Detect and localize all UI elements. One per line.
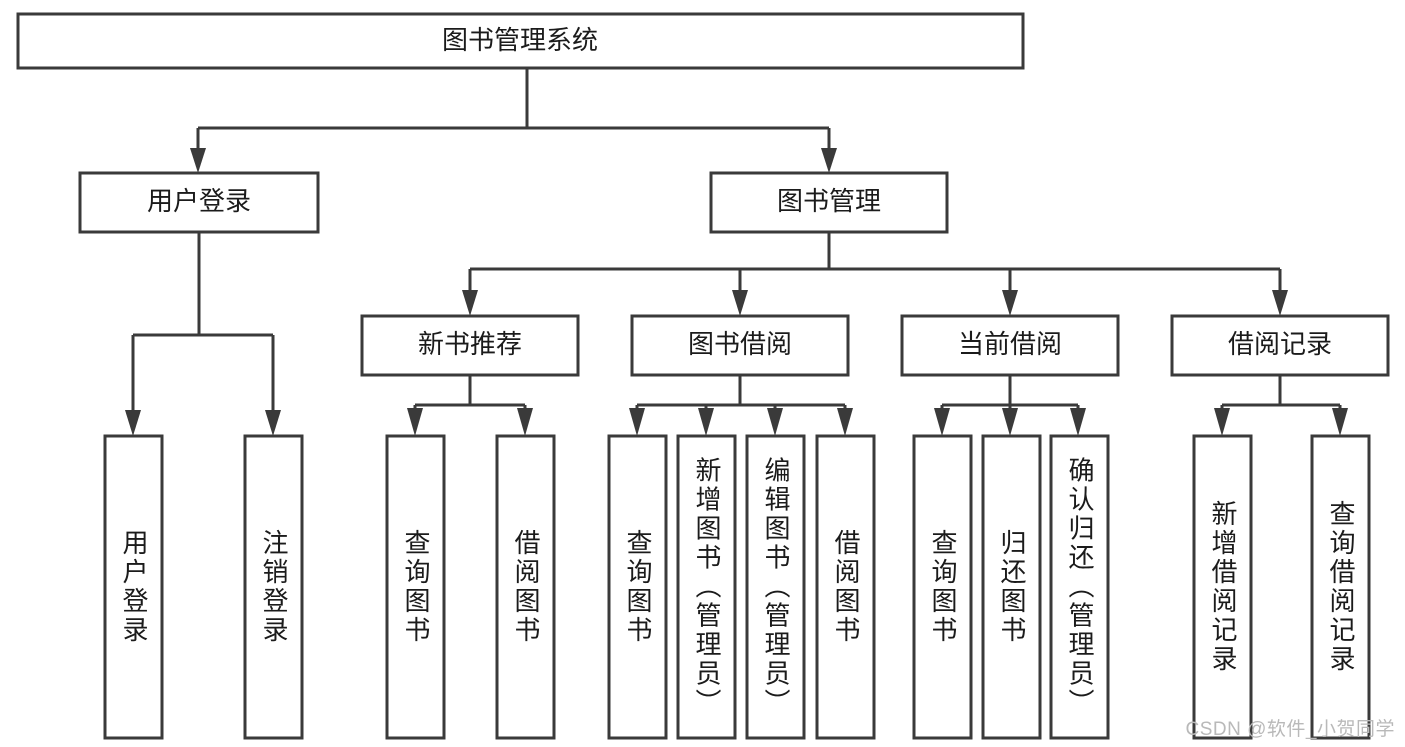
node-leaf-query-record-label: 查询借阅记录: [1326, 500, 1356, 674]
node-root[interactable]: 图书管理系统: [16, 12, 1025, 70]
node-leaf-confirm-return-label: 确认归还（管理员）: [1065, 456, 1095, 717]
connector-group-borrow-record: [1214, 375, 1348, 436]
node-leaf-user-login-box[interactable]: [103, 434, 164, 740]
node-book-manage-label: 图书管理: [777, 186, 881, 216]
node-leaf-add-record-box[interactable]: [1192, 434, 1253, 740]
connector-group-book-borrow: [629, 375, 853, 436]
connector-group-new-book-recommend: [407, 375, 533, 436]
node-user-login[interactable]: 用户登录: [78, 171, 320, 234]
node-leaf-borrow-book-2[interactable]: 借阅图书: [815, 434, 876, 740]
node-leaf-borrow-book-1-box[interactable]: [495, 434, 556, 740]
node-leaf-query-book-2-box[interactable]: [607, 434, 668, 740]
arrow-head-leaf-query-book-3: [934, 408, 950, 436]
node-leaf-borrow-book-1-label: 借阅图书: [511, 529, 541, 645]
node-book-manage-box[interactable]: [709, 171, 949, 234]
arrow-head-leaf-query-record: [1332, 408, 1348, 436]
node-borrow-record-label: 借阅记录: [1228, 329, 1332, 359]
node-leaf-return-book-box[interactable]: [981, 434, 1042, 740]
node-leaf-edit-book[interactable]: 编辑图书（管理员）: [745, 434, 806, 740]
arrow-head-borrow-record: [1272, 290, 1288, 316]
arrow-head-current-borrow: [1002, 290, 1018, 316]
node-leaf-user-login-label: 用户登录: [119, 529, 149, 645]
node-leaf-query-book-1[interactable]: 查询图书: [385, 434, 446, 740]
node-current-borrow[interactable]: 当前借阅: [900, 314, 1120, 377]
node-leaf-query-record-box[interactable]: [1310, 434, 1371, 740]
node-leaf-return-book-label: 归还图书: [997, 529, 1027, 645]
arrow-head-leaf-logout-login: [265, 410, 281, 436]
arrow-head-leaf-query-book-1: [407, 408, 423, 436]
node-leaf-add-book-label: 新增图书（管理员）: [692, 456, 722, 717]
node-new-book-recommend-label: 新书推荐: [418, 329, 522, 359]
arrow-head-leaf-add-record: [1214, 408, 1230, 436]
node-leaf-add-book[interactable]: 新增图书（管理员）: [676, 434, 737, 740]
node-book-manage[interactable]: 图书管理: [709, 171, 949, 234]
arrow-head-new-book-recommend: [462, 290, 478, 316]
node-leaf-query-book-1-label: 查询图书: [401, 529, 431, 645]
node-leaf-add-record-label: 新增借阅记录: [1208, 500, 1238, 674]
node-leaf-add-book-box[interactable]: [676, 434, 737, 740]
arrow-head-leaf-confirm-return: [1070, 408, 1086, 436]
node-leaf-query-book-3-label: 查询图书: [928, 529, 958, 645]
node-leaf-user-login[interactable]: 用户登录: [103, 434, 164, 740]
node-leaf-borrow-book-1[interactable]: 借阅图书: [495, 434, 556, 740]
node-root-box[interactable]: [16, 12, 1025, 70]
arrow-head-book-borrow: [732, 290, 748, 316]
node-current-borrow-label: 当前借阅: [958, 329, 1062, 359]
arrow-head-leaf-return-book: [1002, 408, 1018, 436]
arrow-head-leaf-query-book-2: [629, 408, 645, 436]
node-leaf-query-book-3-box[interactable]: [912, 434, 973, 740]
node-leaf-add-record[interactable]: 新增借阅记录: [1192, 434, 1253, 740]
node-root-label: 图书管理系统: [442, 25, 598, 55]
node-leaf-logout-login-label: 注销登录: [259, 529, 289, 645]
connector-group-current-borrow: [934, 375, 1086, 436]
arrow-head-user-login: [190, 148, 206, 173]
node-book-borrow[interactable]: 图书借阅: [630, 314, 850, 377]
node-leaf-query-book-3[interactable]: 查询图书: [912, 434, 973, 740]
connector-group-user-login: [125, 232, 281, 436]
node-borrow-record[interactable]: 借阅记录: [1170, 314, 1390, 377]
node-leaf-query-book-2-label: 查询图书: [623, 529, 653, 645]
arrow-head-leaf-borrow-book-2: [837, 408, 853, 436]
node-new-book-recommend-box[interactable]: [360, 314, 580, 377]
node-leaf-confirm-return[interactable]: 确认归还（管理员）: [1049, 434, 1110, 740]
node-new-book-recommend[interactable]: 新书推荐: [360, 314, 580, 377]
node-leaf-edit-book-box[interactable]: [745, 434, 806, 740]
node-current-borrow-box[interactable]: [900, 314, 1120, 377]
node-leaf-query-record[interactable]: 查询借阅记录: [1310, 434, 1371, 740]
node-leaf-query-book-1-box[interactable]: [385, 434, 446, 740]
connector-group-root: [190, 68, 837, 173]
node-leaf-confirm-return-box[interactable]: [1049, 434, 1110, 740]
arrow-head-leaf-edit-book: [767, 408, 783, 436]
node-book-borrow-box[interactable]: [630, 314, 850, 377]
node-leaf-logout-login-box[interactable]: [243, 434, 304, 740]
connector-group-book-manage: [462, 232, 1288, 316]
node-leaf-borrow-book-2-box[interactable]: [815, 434, 876, 740]
arrow-head-leaf-borrow-book-1: [517, 408, 533, 436]
node-borrow-record-box[interactable]: [1170, 314, 1390, 377]
node-leaf-borrow-book-2-label: 借阅图书: [831, 529, 861, 645]
node-book-borrow-label: 图书借阅: [688, 329, 792, 359]
arrow-head-leaf-add-book: [698, 408, 714, 436]
node-leaf-return-book[interactable]: 归还图书: [981, 434, 1042, 740]
node-leaf-logout-login[interactable]: 注销登录: [243, 434, 304, 740]
node-user-login-box[interactable]: [78, 171, 320, 234]
arrow-head-leaf-user-login: [125, 410, 141, 436]
arrow-head-book-manage: [821, 148, 837, 173]
node-leaf-query-book-2[interactable]: 查询图书: [607, 434, 668, 740]
node-user-login-label: 用户登录: [147, 186, 251, 216]
node-leaf-edit-book-label: 编辑图书（管理员）: [761, 456, 791, 717]
